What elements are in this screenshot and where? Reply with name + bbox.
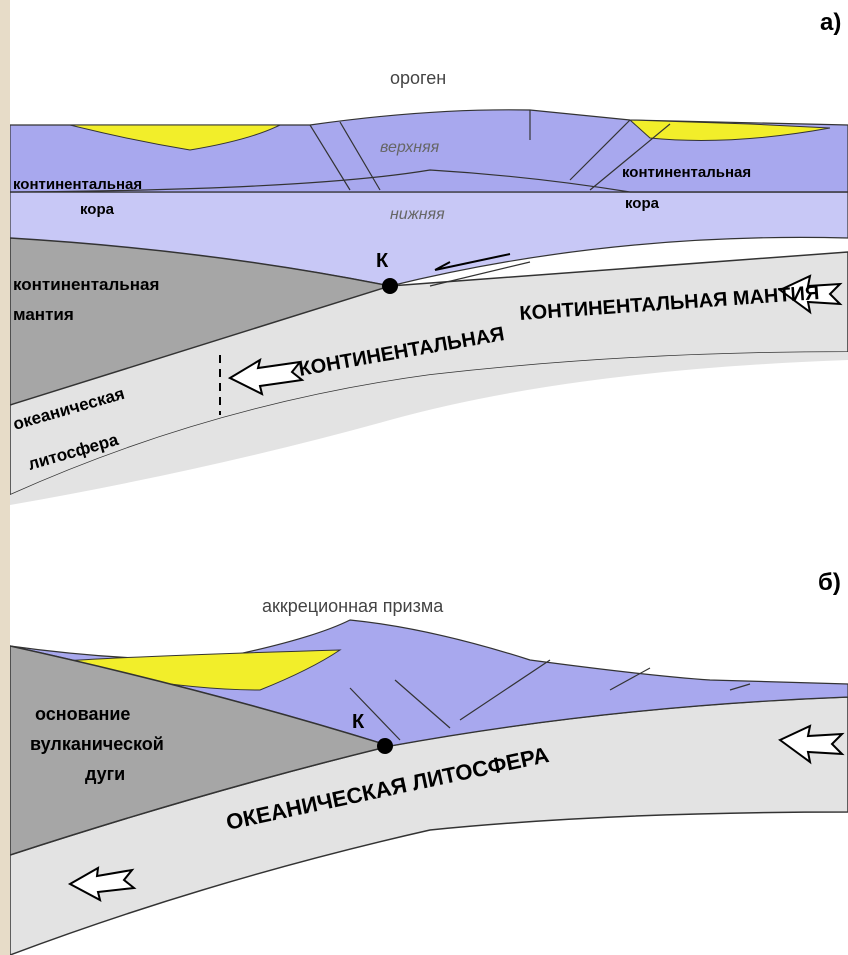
diagram-canvas: а) ороген верхняя нижняя континентальная… xyxy=(10,0,848,955)
cont-crust-right-1: континентальная xyxy=(622,164,751,181)
point-k-a: К xyxy=(376,250,389,272)
cont-crust-left-1: континентальная xyxy=(13,176,142,193)
cont-mantle-2: мантия xyxy=(13,305,74,324)
volcanic-label-3: дуги xyxy=(85,764,125,784)
panel-a-letter: а) xyxy=(820,9,841,36)
panel-b-title: аккреционная призма xyxy=(262,596,444,616)
lower-crust-label: нижняя xyxy=(390,206,445,223)
volcanic-label-1: основание xyxy=(35,704,130,724)
cont-mantle-1: континентальная xyxy=(13,275,159,294)
cont-crust-right-2: кора xyxy=(625,195,660,212)
point-k-b: К xyxy=(352,711,365,733)
geology-diagram: а) ороген верхняя нижняя континентальная… xyxy=(10,0,848,955)
panel-b-letter: б) xyxy=(818,569,841,596)
subduction-point-b xyxy=(377,738,393,754)
upper-crust-label: верхняя xyxy=(380,139,440,156)
panel-b: б) аккреционная призма основание вулкани… xyxy=(10,569,848,955)
volcanic-label-2: вулканической xyxy=(30,734,164,754)
subduction-point-a xyxy=(382,278,398,294)
cont-crust-left-2: кора xyxy=(80,201,115,218)
panel-a-title: ороген xyxy=(390,68,446,88)
panel-a: а) ороген верхняя нижняя континентальная… xyxy=(10,9,848,505)
